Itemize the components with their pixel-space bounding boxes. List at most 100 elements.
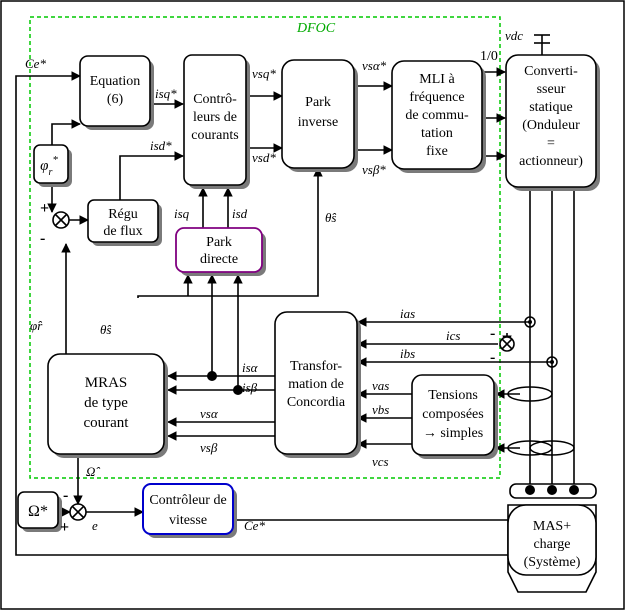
flux-summer <box>52 211 70 229</box>
svg-text:courant: courant <box>84 415 130 431</box>
park-inverse-block: Park inverse <box>281 59 358 172</box>
svg-text:Equation: Equation <box>90 74 141 89</box>
svg-text:MLI à: MLI à <box>419 72 455 87</box>
theta-s-label-1: θ̂s <box>325 210 336 225</box>
svg-text:-: - <box>63 487 68 504</box>
svg-text:MRAS: MRAS <box>85 375 128 391</box>
svg-text:fréquence: fréquence <box>409 90 464 105</box>
vdc-label: vdc <box>505 28 523 43</box>
svg-text:(Système): (Système) <box>524 555 581 570</box>
svg-text:+: + <box>40 200 49 217</box>
isq-label: isq <box>174 206 190 221</box>
svg-text:directe: directe <box>200 252 238 267</box>
ics-label: ics <box>446 328 460 343</box>
vsb-label: vsβ <box>200 440 218 455</box>
vbs-label: vbs <box>372 402 389 417</box>
svg-text:-: - <box>490 349 495 366</box>
svg-text:Park: Park <box>206 235 232 250</box>
switch-label: 1/0 <box>480 49 498 64</box>
vas-label: vas <box>372 378 389 393</box>
svg-text:courants: courants <box>191 128 238 143</box>
wires <box>15 34 575 556</box>
ias-label: ias <box>400 306 415 321</box>
svg-text:→ simples: → simples <box>423 426 483 441</box>
svg-text:-: - <box>40 230 45 247</box>
omega-hat-label: Ω̂ <box>86 464 100 479</box>
mras-block: MRAS de type courant <box>47 353 168 458</box>
vsa-ref-label: vsα* <box>362 58 387 73</box>
dfoc-region <box>29 16 501 479</box>
flux-reference-block: φr* <box>33 144 72 187</box>
current-sensor <box>524 316 536 328</box>
flux-regulator-block: Régu de flux <box>87 199 162 246</box>
equation-block: Equation (6) <box>79 55 154 130</box>
svg-text:mation de: mation de <box>288 377 344 392</box>
summer-signs: + - - - - + <box>40 200 495 536</box>
svg-text:vitesse: vitesse <box>169 513 207 528</box>
park-direct-block: Park directe <box>175 227 266 276</box>
vsa-label: vsα <box>200 406 219 421</box>
svg-text:Concordia: Concordia <box>287 395 346 410</box>
svg-text:de commu-: de commu- <box>405 108 469 123</box>
svg-text:(6): (6) <box>107 92 124 107</box>
current-sensor <box>546 356 558 368</box>
vcs-label: vcs <box>372 454 389 469</box>
svg-text:φr*: φr* <box>40 154 58 178</box>
ibs-label: ibs <box>400 346 415 361</box>
svg-text:Ω*: Ω* <box>28 503 48 520</box>
vsd-ref-label: vsd* <box>252 150 276 165</box>
svg-text:Contrôleur de: Contrôleur de <box>149 493 226 508</box>
voltage-sensor <box>507 440 553 456</box>
svg-text:actionneur): actionneur) <box>519 154 583 169</box>
voltage-conversion-block: Tensions composées → simples <box>411 374 498 459</box>
svg-text:Converti-: Converti- <box>524 64 578 79</box>
speed-controller-block: Contrôleur de vitesse <box>142 483 237 538</box>
converter-block: Converti- sseur statique (Onduleur = act… <box>505 54 600 191</box>
svg-text:Park: Park <box>305 95 331 110</box>
isb-label: isβ <box>242 380 258 395</box>
speed-summer <box>69 503 87 521</box>
signal-labels: Ce* isq* isd* vsq* vsd* vsα* vsβ* isq is… <box>25 28 523 533</box>
svg-text:Tensions: Tensions <box>428 388 478 403</box>
svg-text:Contrô-: Contrô- <box>193 92 237 107</box>
svg-text:fixe: fixe <box>426 144 448 159</box>
svg-text:inverse: inverse <box>298 115 338 130</box>
svg-text:+: + <box>60 519 69 536</box>
junctions <box>207 316 575 456</box>
svg-text:leurs de: leurs de <box>193 110 237 125</box>
svg-text:composées: composées <box>422 407 483 422</box>
svg-text:de type: de type <box>84 395 128 411</box>
phi-r-hat-label: φ̂r <box>30 318 43 333</box>
vsb-ref-label: vsβ* <box>362 162 386 177</box>
svg-text:de flux: de flux <box>103 224 142 239</box>
svg-text:tation: tation <box>421 126 453 141</box>
svg-text:=: = <box>547 136 555 151</box>
isa-label: isα <box>242 360 259 375</box>
junction-dot <box>207 371 217 381</box>
svg-text:statique: statique <box>529 100 573 115</box>
svg-text:Transfor-: Transfor- <box>290 359 342 374</box>
svg-text:sseur: sseur <box>537 82 566 97</box>
svg-text:charge: charge <box>533 537 570 552</box>
isd-ref-label: isd* <box>150 138 172 153</box>
speed-reference-block: Ω* <box>17 491 62 532</box>
current-controllers-block: Contrô- leurs de courants <box>183 54 250 189</box>
error-label: e <box>92 518 98 533</box>
current-summer <box>499 336 515 352</box>
ce-ref-feedback-label: Ce* <box>244 518 265 533</box>
svg-text:(Onduleur: (Onduleur <box>522 118 580 133</box>
motor-block: MAS+ charge (Système) <box>507 483 597 593</box>
vsq-ref-label: vsq* <box>252 66 276 81</box>
theta-s-label-2: θ̂s <box>100 322 111 337</box>
concordia-block: Transfor- mation de Concordia <box>274 311 361 458</box>
ce-ref-label: Ce* <box>25 56 46 71</box>
isq-ref-label: isq* <box>155 86 177 101</box>
svg-text:Régu: Régu <box>108 207 138 222</box>
svg-text:-: - <box>490 325 495 342</box>
junction-dot <box>233 385 243 395</box>
svg-text:MAS+: MAS+ <box>533 519 571 534</box>
pwm-block: MLI à fréquence de commu- tation fixe <box>391 60 486 173</box>
dfoc-label: DFOC <box>296 21 336 36</box>
